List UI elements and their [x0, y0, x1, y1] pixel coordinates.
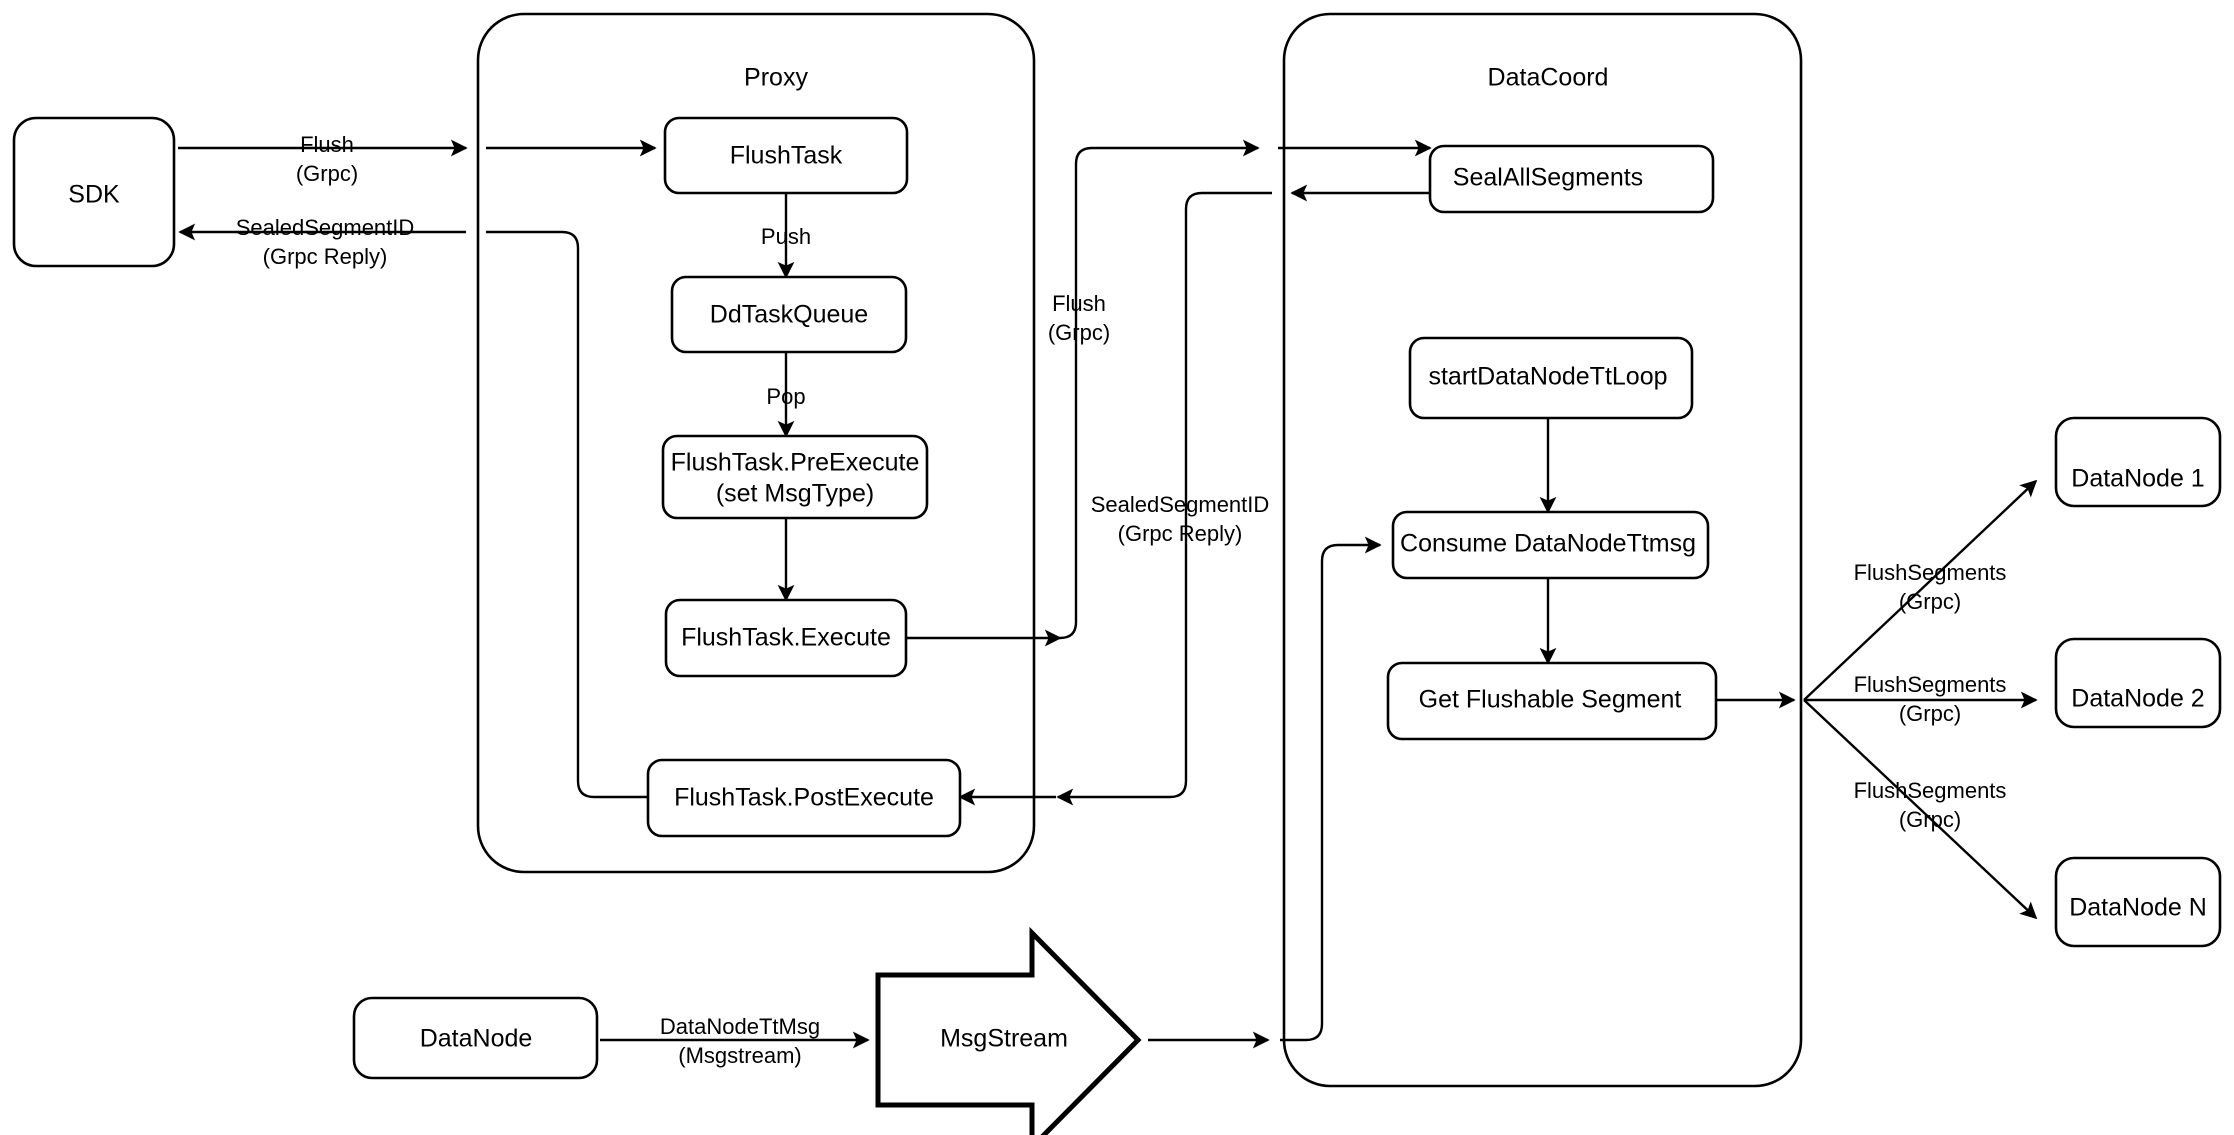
node-consume-datanode-ttmsg[interactable]: Consume DataNodeTtmsg — [1391, 510, 1710, 580]
edge-hub-to-datanode1 — [1803, 479, 2038, 701]
postexecute-label: FlushTask.PostExecute — [674, 784, 934, 812]
edge-label-datanodettmsg-line2: (Msgstream) — [678, 1043, 801, 1068]
edge-ttmsg-rail-to-consume — [1280, 536, 1382, 1042]
proxy-label: Proxy — [744, 64, 808, 92]
edge-label-sealed-reply-line1: SealedSegmentID — [236, 215, 415, 240]
execute-label: FlushTask.Execute — [681, 624, 891, 652]
edge-label-flushsegments-2-line2: (Grpc) — [1899, 701, 1961, 726]
node-datanode-n[interactable]: DataNode N — [2054, 856, 2222, 948]
edge-label-push: Push — [761, 224, 811, 249]
sdk-box[interactable] — [12, 116, 176, 268]
sealallsegments-label: SealAllSegments — [1453, 164, 1643, 192]
datanode1-label: DataNode 1 — [2071, 465, 2204, 493]
startdatanodettloop-box[interactable] — [1408, 336, 1694, 420]
msgstream-arrow-shape[interactable] — [875, 926, 1142, 1135]
sdk-label: SDK — [68, 181, 120, 209]
datanode1-box[interactable] — [2054, 416, 2222, 508]
edge-label-flushsegments-1-line2: (Grpc) — [1899, 589, 1961, 614]
sealallsegments-box[interactable] — [1428, 144, 1715, 214]
datanode-source-label: DataNode — [420, 1025, 533, 1053]
edge-label-flushsegments-2-line1: FlushSegments — [1854, 672, 2007, 697]
proxy-container — [476, 12, 1036, 874]
consumedatanodettmsg-box[interactable] — [1391, 510, 1710, 580]
ddtaskqueue-label: DdTaskQueue — [710, 301, 868, 329]
edge-label-pop: Pop — [766, 384, 805, 409]
ddtaskqueue-box[interactable] — [670, 275, 908, 354]
edge-label-coord-flush-line1: Flush — [1052, 291, 1106, 316]
node-flush-task[interactable]: FlushTask — [663, 116, 909, 195]
node-datanode-1[interactable]: DataNode 1 — [2054, 416, 2222, 508]
node-msgstream[interactable]: MsgStream — [875, 926, 1142, 1135]
node-datanode-2[interactable]: DataNode 2 — [2054, 637, 2222, 729]
datanoden-box[interactable] — [2054, 856, 2222, 948]
edge-postexecute-to-reply-rail — [486, 230, 648, 799]
datanode2-label: DataNode 2 — [2071, 685, 2204, 713]
flushtask-box[interactable] — [663, 116, 909, 195]
getflushablesegment-box[interactable] — [1386, 661, 1718, 741]
edge-flushrail-to-coord-boundary — [1059, 139, 1260, 640]
node-datanode-source[interactable]: DataNode — [352, 996, 599, 1080]
edge-label-coord-reply-line1: SealedSegmentID — [1091, 492, 1270, 517]
msgstream-label: MsgStream — [940, 1025, 1068, 1053]
getflushablesegment-label: Get Flushable Segment — [1419, 686, 1682, 714]
group-datacoord: DataCoord — [1282, 12, 1803, 1088]
preexecute-box[interactable] — [661, 434, 929, 520]
edge-label-coord-flush-line2: (Grpc) — [1048, 320, 1110, 345]
edge-label-sealed-reply-line2: (Grpc Reply) — [263, 244, 388, 269]
edge-reply-rail-down — [1060, 191, 1272, 799]
flushtask-label: FlushTask — [730, 142, 843, 170]
postexecute-box[interactable] — [646, 758, 962, 838]
edge-label-flushsegments-n-line1: FlushSegments — [1854, 778, 2007, 803]
node-seal-all-segments[interactable]: SealAllSegments — [1428, 144, 1715, 214]
node-start-datanode-tt-loop[interactable]: startDataNodeTtLoop — [1408, 336, 1694, 420]
edge-label-flushsegments-1-line1: FlushSegments — [1854, 560, 2007, 585]
datanoden-label: DataNode N — [2069, 894, 2207, 922]
edge-hub-to-datanoden — [1803, 699, 2038, 920]
node-pre-execute[interactable]: FlushTask.PreExecute (set MsgType) — [661, 434, 929, 520]
datanode2-box[interactable] — [2054, 637, 2222, 729]
edge-label-flush-grpc-line2: (Grpc) — [296, 161, 358, 186]
edge-label-datanodettmsg-line1: DataNodeTtMsg — [660, 1014, 820, 1039]
node-dd-task-queue[interactable]: DdTaskQueue — [670, 275, 908, 354]
preexecute-label-line1: FlushTask.PreExecute — [671, 449, 920, 477]
node-post-execute[interactable]: FlushTask.PostExecute — [646, 758, 962, 838]
datacoord-container — [1282, 12, 1803, 1088]
edge-label-coord-reply-line2: (Grpc Reply) — [1118, 521, 1243, 546]
node-get-flushable-segment[interactable]: Get Flushable Segment — [1386, 661, 1718, 741]
node-execute[interactable]: FlushTask.Execute — [664, 598, 908, 678]
datacoord-label: DataCoord — [1488, 64, 1609, 92]
group-proxy: Proxy — [476, 12, 1036, 874]
startdatanodettloop-label: startDataNodeTtLoop — [1428, 363, 1667, 391]
datanode-source-box[interactable] — [352, 996, 599, 1080]
consumedatanodettmsg-label: Consume DataNodeTtmsg — [1400, 530, 1696, 558]
execute-box[interactable] — [664, 598, 908, 678]
edge-label-flush-grpc-line1: Flush — [300, 132, 354, 157]
edge-label-flushsegments-n-line2: (Grpc) — [1899, 807, 1961, 832]
preexecute-label-line2: (set MsgType) — [716, 480, 874, 508]
node-sdk[interactable]: SDK — [12, 116, 176, 268]
